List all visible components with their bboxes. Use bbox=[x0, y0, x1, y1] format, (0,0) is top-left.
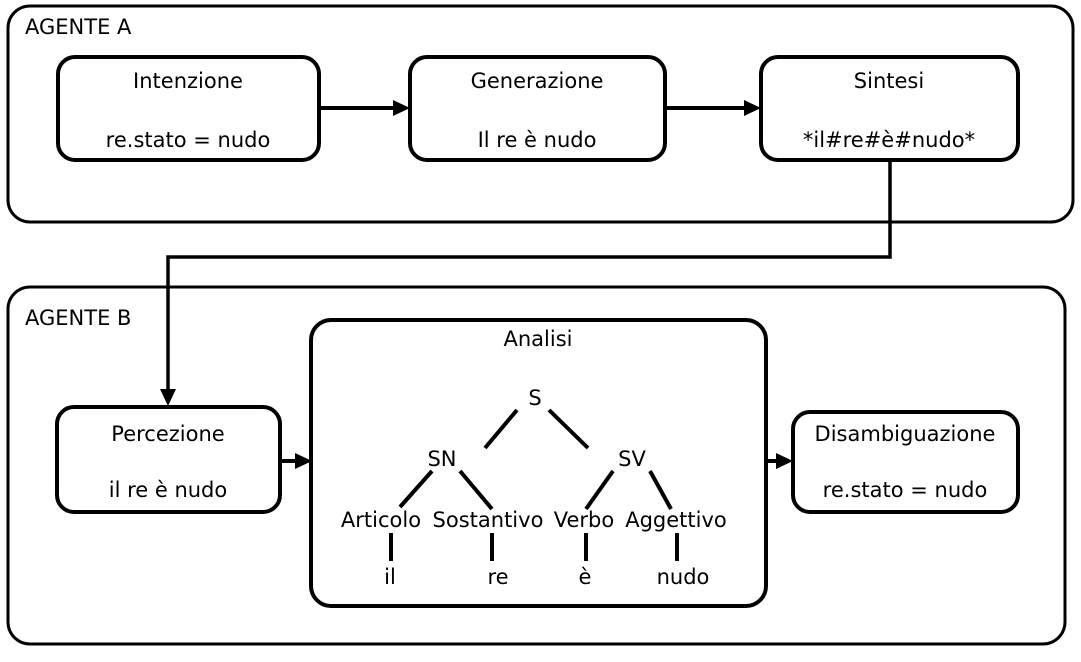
tree-node-sostantivo: Sostantivo bbox=[433, 508, 544, 532]
agent-a-panel bbox=[6, 4, 1075, 224]
agent-b-panel bbox=[6, 285, 1067, 646]
tree-node-verbo: Verbo bbox=[554, 508, 614, 532]
box-generazione-title: Generazione bbox=[471, 69, 604, 93]
tree-edge-sv-verbo bbox=[584, 469, 615, 511]
tree-node-sn: SN bbox=[427, 447, 456, 471]
tree-edge-s-sv bbox=[547, 408, 590, 450]
tree-node-articolo: Articolo bbox=[341, 508, 421, 532]
tree-node-sv: SV bbox=[618, 447, 646, 471]
tree-edge-sn-articolo bbox=[398, 469, 434, 509]
agent-a-label: AGENTE A bbox=[25, 15, 132, 39]
box-intenzione-value: re.stato = nudo bbox=[106, 128, 271, 152]
tree-edge-sn-sostantivo bbox=[458, 469, 494, 511]
box-disambiguazione-value: re.stato = nudo bbox=[823, 478, 988, 502]
arrowhead-generazione-sintesi bbox=[744, 100, 761, 116]
tree-node-aggettivo: Aggettivo bbox=[625, 508, 727, 532]
box-disambiguazione-title: Disambiguazione bbox=[815, 422, 996, 446]
tree-terminal-nudo: nudo bbox=[657, 565, 710, 589]
arrowhead-analisi-disambiguazione bbox=[776, 453, 793, 469]
box-percezione-value: il re è nudo bbox=[109, 478, 228, 502]
arrowhead-intenzione-generazione bbox=[393, 100, 410, 116]
box-sintesi-title: Sintesi bbox=[854, 69, 924, 93]
tree-edge-s-sn bbox=[483, 408, 519, 450]
box-intenzione-title: Intenzione bbox=[133, 69, 243, 93]
tree-terminal-il: il bbox=[384, 565, 396, 589]
tree-node-s: S bbox=[528, 386, 541, 410]
arrowhead-percezione-analisi bbox=[295, 453, 312, 469]
box-sintesi-value: *il#re#è#nudo* bbox=[803, 128, 975, 152]
connector-sintesi-percezione bbox=[166, 160, 892, 392]
tree-edge-sv-aggettivo bbox=[648, 470, 673, 510]
box-generazione-value: Il re è nudo bbox=[478, 128, 597, 152]
tree-terminal-re: re bbox=[487, 565, 508, 589]
box-disambiguazione bbox=[791, 410, 1020, 514]
arrowhead-sintesi-percezione bbox=[160, 389, 176, 406]
box-percezione-title: Percezione bbox=[111, 422, 224, 446]
box-analisi bbox=[309, 318, 768, 608]
agent-b-label: AGENTE B bbox=[25, 306, 131, 330]
box-analisi-title: Analisi bbox=[504, 327, 573, 351]
tree-terminal-e: è bbox=[579, 565, 592, 589]
